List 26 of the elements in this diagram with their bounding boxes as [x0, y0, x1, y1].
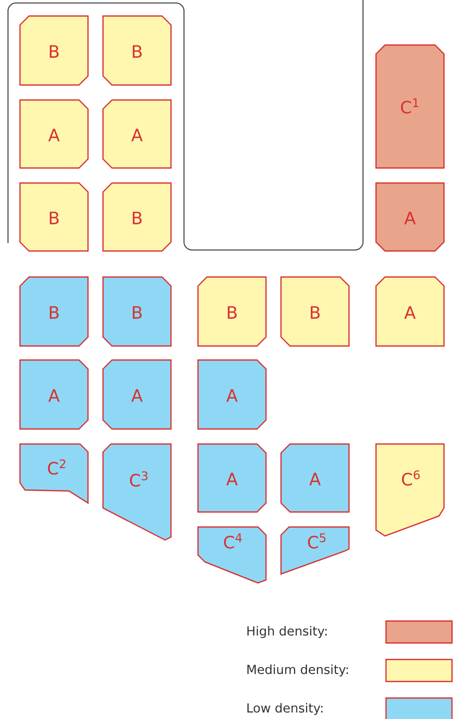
block: B: [19, 276, 89, 347]
block: C$^{5}$: [280, 526, 350, 575]
legend-label: Low density:: [247, 702, 322, 716]
block: C$^{3}$: [102, 443, 172, 541]
block: B: [280, 276, 350, 347]
block: A: [197, 359, 267, 430]
block: A: [19, 359, 89, 430]
block: C$^{1}$: [375, 44, 445, 169]
block: B: [102, 15, 172, 86]
block: A: [102, 359, 172, 430]
block: B: [197, 276, 267, 347]
block: A: [375, 182, 445, 252]
block: A: [280, 443, 350, 513]
block: A: [19, 99, 89, 169]
block: A: [102, 99, 172, 169]
block: A: [197, 443, 267, 513]
block: B: [19, 15, 89, 86]
block: B: [102, 276, 172, 347]
block: C$^{6}$: [375, 443, 445, 537]
block: B: [19, 182, 89, 252]
legend-label: High density:: [247, 626, 327, 638]
legend-label: Medium density:: [247, 664, 348, 677]
block: A: [375, 276, 445, 347]
block: C$^{4}$: [197, 526, 267, 584]
block: B: [102, 182, 172, 252]
block: C$^{2}$: [19, 443, 89, 504]
